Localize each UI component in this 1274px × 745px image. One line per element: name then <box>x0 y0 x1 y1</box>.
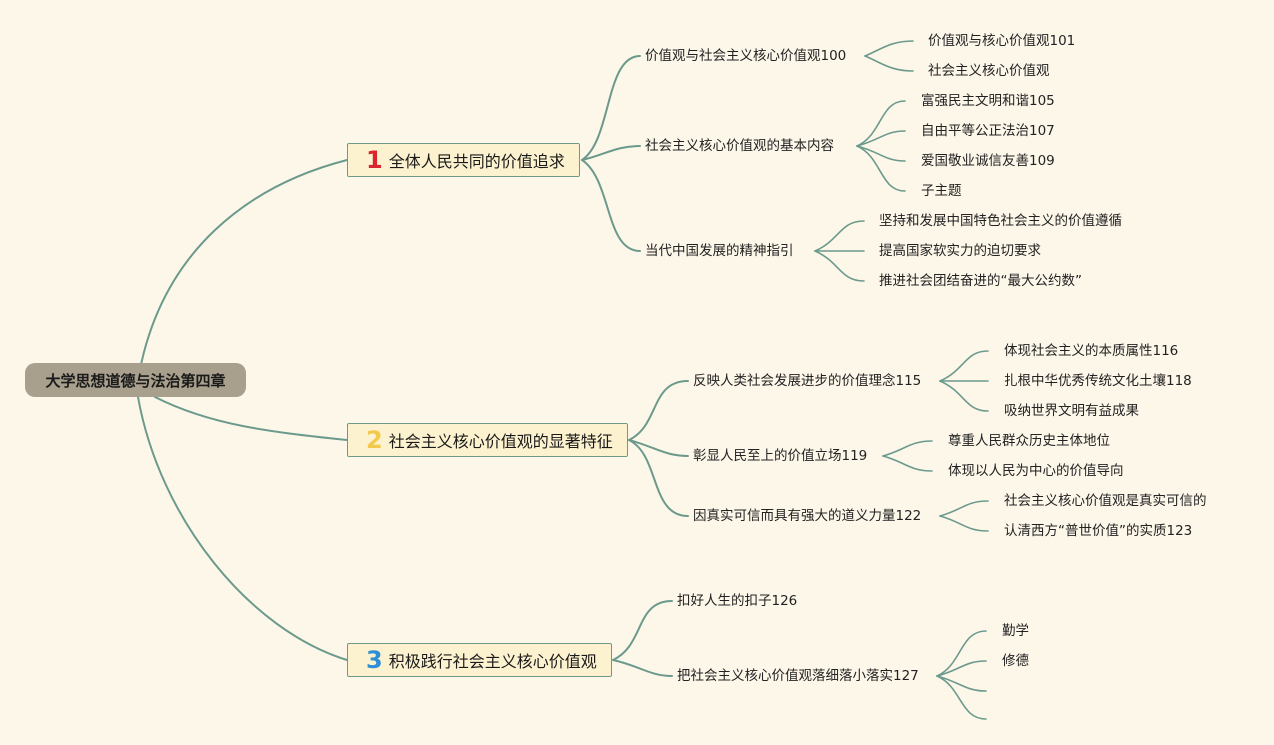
connector-root-topic-1 <box>137 159 348 381</box>
topic-3-number: 3 <box>366 646 383 674</box>
connector-t1-s2 <box>581 145 641 161</box>
root-node[interactable]: 大学思想道德与法治第四章 <box>25 363 246 397</box>
t2-s2-leaf-1[interactable]: 尊重人民群众历史主体地位 <box>948 433 1110 449</box>
topic-3-node[interactable]: 3 积极践行社会主义核心价值观 <box>347 643 612 677</box>
t1-subtopic-3[interactable]: 当代中国发展的精神指引 <box>645 243 794 259</box>
connector-t2-s1-l1 <box>939 350 989 382</box>
connector-t3-s2-l4 <box>936 675 987 720</box>
connector-root-topic-3 <box>137 396 348 661</box>
t1-s3-leaf-2[interactable]: 提高国家软实力的迫切要求 <box>879 243 1041 259</box>
topic-1-node[interactable]: 1 全体人民共同的价值追求 <box>347 143 580 177</box>
t2-s1-leaf-3[interactable]: 吸纳世界文明有益成果 <box>1004 403 1139 419</box>
t2-subtopic-1[interactable]: 反映人类社会发展进步的价值理念115 <box>693 373 922 389</box>
t1-s1-leaf-1[interactable]: 价值观与核心价值观101 <box>928 33 1076 49</box>
connector-t3-s2-l3 <box>936 675 987 692</box>
t2-subtopic-2[interactable]: 彰显人民至上的价值立场119 <box>693 448 868 464</box>
t2-s1-leaf-2[interactable]: 扎根中华优秀传统文化土壤118 <box>1004 373 1192 389</box>
t2-s1-leaf-1[interactable]: 体现社会主义的本质属性116 <box>1004 343 1179 359</box>
t1-s1-leaf-2[interactable]: 社会主义核心价值观 <box>928 63 1050 79</box>
t3-s2-leaf-1[interactable]: 勤学 <box>1002 623 1029 639</box>
topic-2-node[interactable]: 2 社会主义核心价值观的显著特征 <box>347 423 628 457</box>
t3-subtopic-2[interactable]: 把社会主义核心价值观落细落小落实127 <box>677 668 919 684</box>
topic-1-number: 1 <box>366 146 383 174</box>
topic-3-label: 积极践行社会主义核心价值观 <box>388 652 597 671</box>
t2-s2-leaf-2[interactable]: 体现以人民为中心的价值导向 <box>948 463 1124 479</box>
connector-t2-s2-l2 <box>882 455 933 472</box>
t1-subtopic-1[interactable]: 价值观与社会主义核心价值观100 <box>645 48 847 64</box>
connector-t1-s2-l3 <box>856 145 906 162</box>
topic-1-label: 全体人民共同的价值追求 <box>388 152 565 171</box>
connector-t1-s1 <box>581 55 641 161</box>
topic-2-label: 社会主义核心价值观的显著特征 <box>388 432 613 451</box>
t1-s2-leaf-3[interactable]: 爱国敬业诚信友善109 <box>921 153 1055 169</box>
topic-2-number: 2 <box>366 426 383 454</box>
connector-root-topic-2 <box>154 396 348 441</box>
connector-t3-s2 <box>612 659 673 677</box>
connector-t2-s3 <box>628 439 689 517</box>
connector-t1-s3-l1 <box>814 220 865 252</box>
t2-s3-leaf-1[interactable]: 社会主义核心价值观是真实可信的 <box>1004 493 1207 509</box>
t1-s3-leaf-3[interactable]: 推进社会团结奋进的“最大公约数” <box>879 273 1082 289</box>
connector-t1-s2-l4 <box>856 145 906 192</box>
connector-t2-s3-l1 <box>939 500 989 517</box>
connector-t1-s2-l2 <box>856 130 906 147</box>
t1-s2-leaf-1[interactable]: 富强民主文明和谐105 <box>921 93 1055 109</box>
connector-t3-s2-l2 <box>936 660 987 677</box>
t2-subtopic-3[interactable]: 因真实可信而具有强大的道义力量122 <box>693 508 922 524</box>
connector-t3-s2-l1 <box>936 630 987 677</box>
t1-s2-leaf-2[interactable]: 自由平等公正法治107 <box>921 123 1055 139</box>
t1-subtopic-2[interactable]: 社会主义核心价值观的基本内容 <box>645 138 834 154</box>
connector-t3-s1 <box>612 600 673 661</box>
connector-t2-s2-l1 <box>882 440 933 457</box>
connector-t1-s1-l2 <box>864 55 914 72</box>
connector-t2-s2 <box>628 439 689 457</box>
connector-t1-s3-l3 <box>814 250 865 282</box>
connector-t2-s3-l2 <box>939 515 989 532</box>
connector-t1-s3 <box>581 159 641 252</box>
connector-t1-s2-l1 <box>856 100 906 147</box>
t2-s3-leaf-2[interactable]: 认清西方“普世价值”的实质123 <box>1004 523 1193 539</box>
connector-t2-s1 <box>628 380 689 441</box>
t1-s2-leaf-4[interactable]: 子主题 <box>921 183 962 199</box>
t3-subtopic-1[interactable]: 扣好人生的扣子126 <box>677 593 798 609</box>
connector-t2-s1-l3 <box>939 380 989 412</box>
t3-s2-leaf-2[interactable]: 修德 <box>1002 653 1029 669</box>
t1-s3-leaf-1[interactable]: 坚持和发展中国特色社会主义的价值遵循 <box>879 213 1122 229</box>
connector-t1-s1-l1 <box>864 40 914 57</box>
